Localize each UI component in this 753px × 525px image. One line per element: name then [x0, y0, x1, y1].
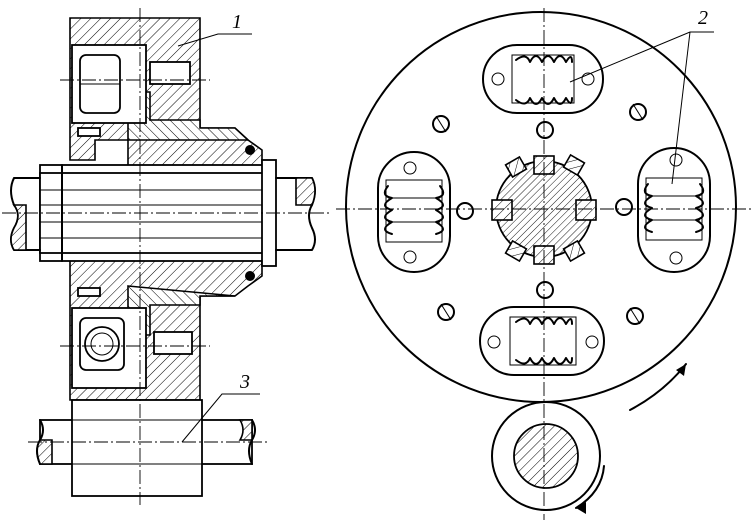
seal-bottom: [245, 271, 255, 281]
drive-gear: [491, 401, 601, 511]
seal-top: [245, 145, 255, 155]
upper-pin: [149, 61, 191, 85]
rotation-arrow-gear: [575, 465, 605, 509]
callout-1: 1: [177, 11, 252, 47]
callout-2-label: 2: [698, 7, 708, 29]
callout-1-label: 1: [232, 11, 242, 33]
bolt-hole: [629, 103, 647, 121]
bolt-hole: [626, 307, 644, 325]
upper-flange: [127, 91, 251, 141]
spring-slot-top: [482, 44, 604, 114]
callout-3-label: 3: [239, 371, 250, 393]
spring-slot-bottom: [479, 306, 605, 376]
lower-gear: [71, 399, 203, 497]
section-view: [2, 8, 330, 505]
shaft-break-left: [10, 204, 27, 251]
end-view: [336, 8, 752, 520]
shaft-break-right: [295, 177, 316, 206]
bolt-hole: [437, 303, 455, 321]
lower-pin: [153, 331, 193, 355]
callout-3: 3: [181, 371, 260, 443]
spring-slot-left: [377, 151, 451, 273]
callout-2: 2: [569, 7, 714, 185]
bolt-hole: [432, 115, 450, 133]
lower-roller-bearing: [84, 326, 120, 362]
